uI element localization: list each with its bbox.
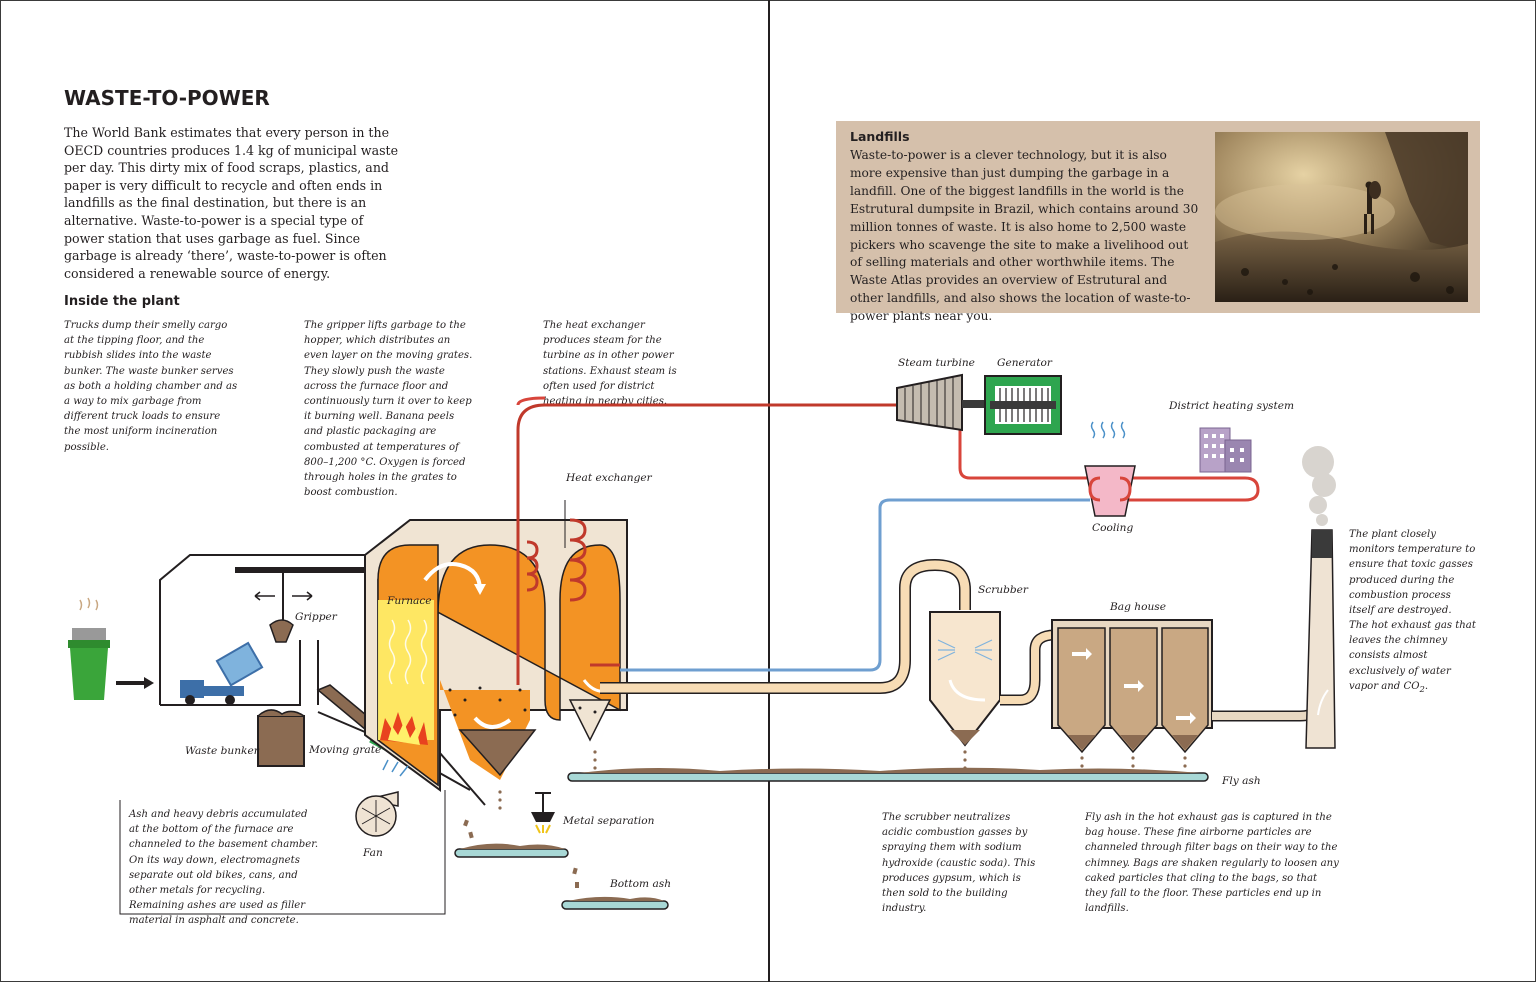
label-generator: Generator: [997, 357, 1052, 369]
page-title: WASTE-TO-POWER: [64, 86, 270, 110]
label-steam-turbine: Steam turbine: [898, 357, 975, 369]
landfill-photo: [1215, 132, 1468, 302]
heat-exchanger-note: The heat exchanger produces steam for th…: [543, 320, 677, 408]
gripper-icon: [254, 591, 313, 643]
scrubber: [929, 611, 1001, 747]
sidebar-text: Waste-to-power is a clever technology, b…: [850, 148, 1199, 324]
heat-exchanger-coil: [516, 403, 900, 685]
fly-ash-note: Fly ash in the hot exhaust gas is captur…: [1085, 812, 1339, 915]
chimney-note-2-end: .: [1424, 680, 1429, 692]
label-gripper: Gripper: [295, 611, 337, 623]
label-furnace: Furnace: [387, 595, 432, 607]
steam-turbine-icon: [896, 373, 992, 432]
chimney-note-2-sub: 2: [1419, 683, 1425, 694]
label-bag-house: Bag house: [1110, 601, 1166, 613]
waste-bunker: [257, 709, 305, 767]
label-moving-grate: Moving grate: [309, 744, 382, 756]
metal-separation-magnet: [531, 792, 555, 834]
inside-plant-heading: Inside the plant: [64, 294, 180, 309]
steam-waves: [388, 619, 428, 685]
truck-icon: [180, 641, 264, 705]
trucks-note: Trucks dump their smelly cargo at the ti…: [64, 320, 238, 453]
bag-house: [1051, 619, 1213, 754]
label-bottom-ash: Bottom ash: [610, 878, 672, 890]
fan-icon: [355, 759, 409, 837]
chimney-note-1: The plant closely monitors temperature t…: [1349, 529, 1476, 617]
bottom-ash-belts: [454, 819, 669, 910]
chimney-note-2: The hot exhaust gas that leaves the chim…: [1349, 618, 1479, 697]
furnace-building: [364, 519, 628, 792]
sidebar-heading: Landfills: [850, 129, 910, 144]
spread-gutter: [768, 0, 770, 982]
district-building-icon: [1199, 427, 1252, 473]
gripper-note: The gripper lifts garbage to the hopper,…: [304, 320, 473, 499]
fly-ash-conveyor: [498, 750, 1209, 810]
label-heat-exchanger: Heat exchanger: [566, 472, 652, 484]
label-fan: Fan: [363, 847, 383, 859]
flames: [380, 712, 428, 745]
generator-icon: [984, 375, 1062, 435]
landfills-sidebar: Landfills Waste-to-power is a clever tec…: [836, 121, 1480, 323]
ash-note: Ash and heavy debris accumulated at the …: [129, 809, 319, 927]
label-metal-separation: Metal separation: [563, 815, 655, 827]
label-waste-bunker: Waste bunker: [185, 745, 259, 757]
intro-paragraph: The World Bank estimates that every pers…: [64, 125, 399, 281]
chimney-note-2-text: The hot exhaust gas that leaves the chim…: [1349, 620, 1476, 692]
cooling-unit: [1084, 421, 1136, 517]
chimney: [1302, 446, 1336, 749]
label-district-heating: District heating system: [1169, 400, 1295, 412]
scrubber-note: The scrubber neutralizes acidic combusti…: [882, 812, 1036, 915]
label-fly-ash: Fly ash: [1222, 775, 1261, 787]
label-scrubber: Scrubber: [978, 584, 1028, 596]
label-cooling: Cooling: [1092, 522, 1134, 534]
garbage-bin-icon: [68, 597, 110, 700]
